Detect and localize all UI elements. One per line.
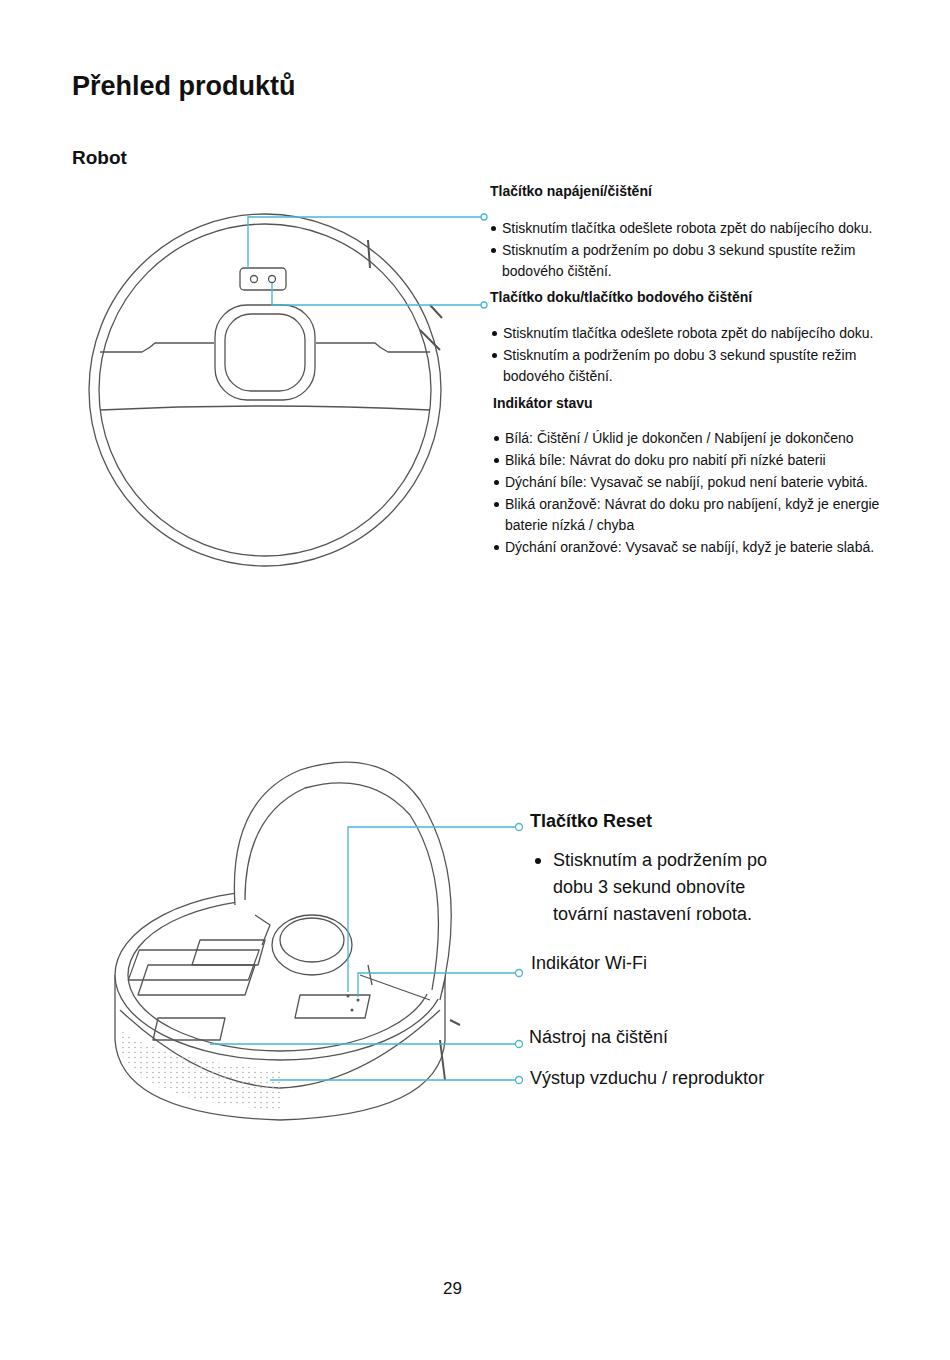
bullet-text: Stisknutím tlačítka odešlete robota zpět… bbox=[502, 218, 910, 239]
bullet-dot bbox=[535, 858, 541, 864]
callout-heading: Indikátor stavu bbox=[493, 393, 913, 414]
bullet-text: Stisknutím tlačítka odešlete robota zpět… bbox=[503, 323, 911, 344]
bullet-text: Dýchání bíle: Vysavač se nabíjí, pokud n… bbox=[505, 472, 920, 493]
bullet-dot bbox=[494, 502, 499, 507]
bullet-dot bbox=[494, 480, 499, 485]
callout-heading: Tlačítko napájení/čištění bbox=[490, 181, 910, 202]
bullet-dot bbox=[492, 353, 497, 358]
page-number: 29 bbox=[443, 1276, 462, 1302]
bullet-text: Stisknutím a podržením po dobu 3 sekund … bbox=[553, 847, 793, 928]
callout-heading: Tlačítko doku/tlačítko bodového čištění bbox=[490, 287, 910, 308]
bullet-dot bbox=[492, 331, 497, 336]
bullet-dot bbox=[494, 436, 499, 441]
bullet-text: Stisknutím a podržením po dobu 3 sekund … bbox=[502, 240, 910, 282]
bullet-dot bbox=[494, 458, 499, 463]
page-title: Přehled produktů bbox=[72, 66, 296, 107]
section-heading: Robot bbox=[72, 144, 127, 173]
bullet-dot bbox=[491, 248, 496, 253]
bullet-dot bbox=[491, 226, 496, 231]
callout-label: Nástroj na čištění bbox=[529, 1024, 668, 1051]
bullet-text: Stisknutím a podržením po dobu 3 sekund … bbox=[503, 345, 911, 387]
callout-label: Výstup vzduchu / reproduktor bbox=[530, 1065, 764, 1092]
callout-heading: Tlačítko Reset bbox=[530, 808, 652, 835]
bullet-text: Bliká bíle: Návrat do doku pro nabití př… bbox=[505, 450, 920, 471]
callout-label: Indikátor Wi-Fi bbox=[531, 950, 647, 977]
bullet-dot bbox=[494, 545, 499, 550]
bullet-text: Bílá: Čištění / Úklid je dokončen / Nabí… bbox=[505, 428, 920, 449]
bullet-text: Bliká oranžově: Návrat do doku pro nabíj… bbox=[505, 494, 920, 536]
bullet-text: Dýchání oranžové: Vysavač se nabíjí, kdy… bbox=[505, 537, 920, 558]
